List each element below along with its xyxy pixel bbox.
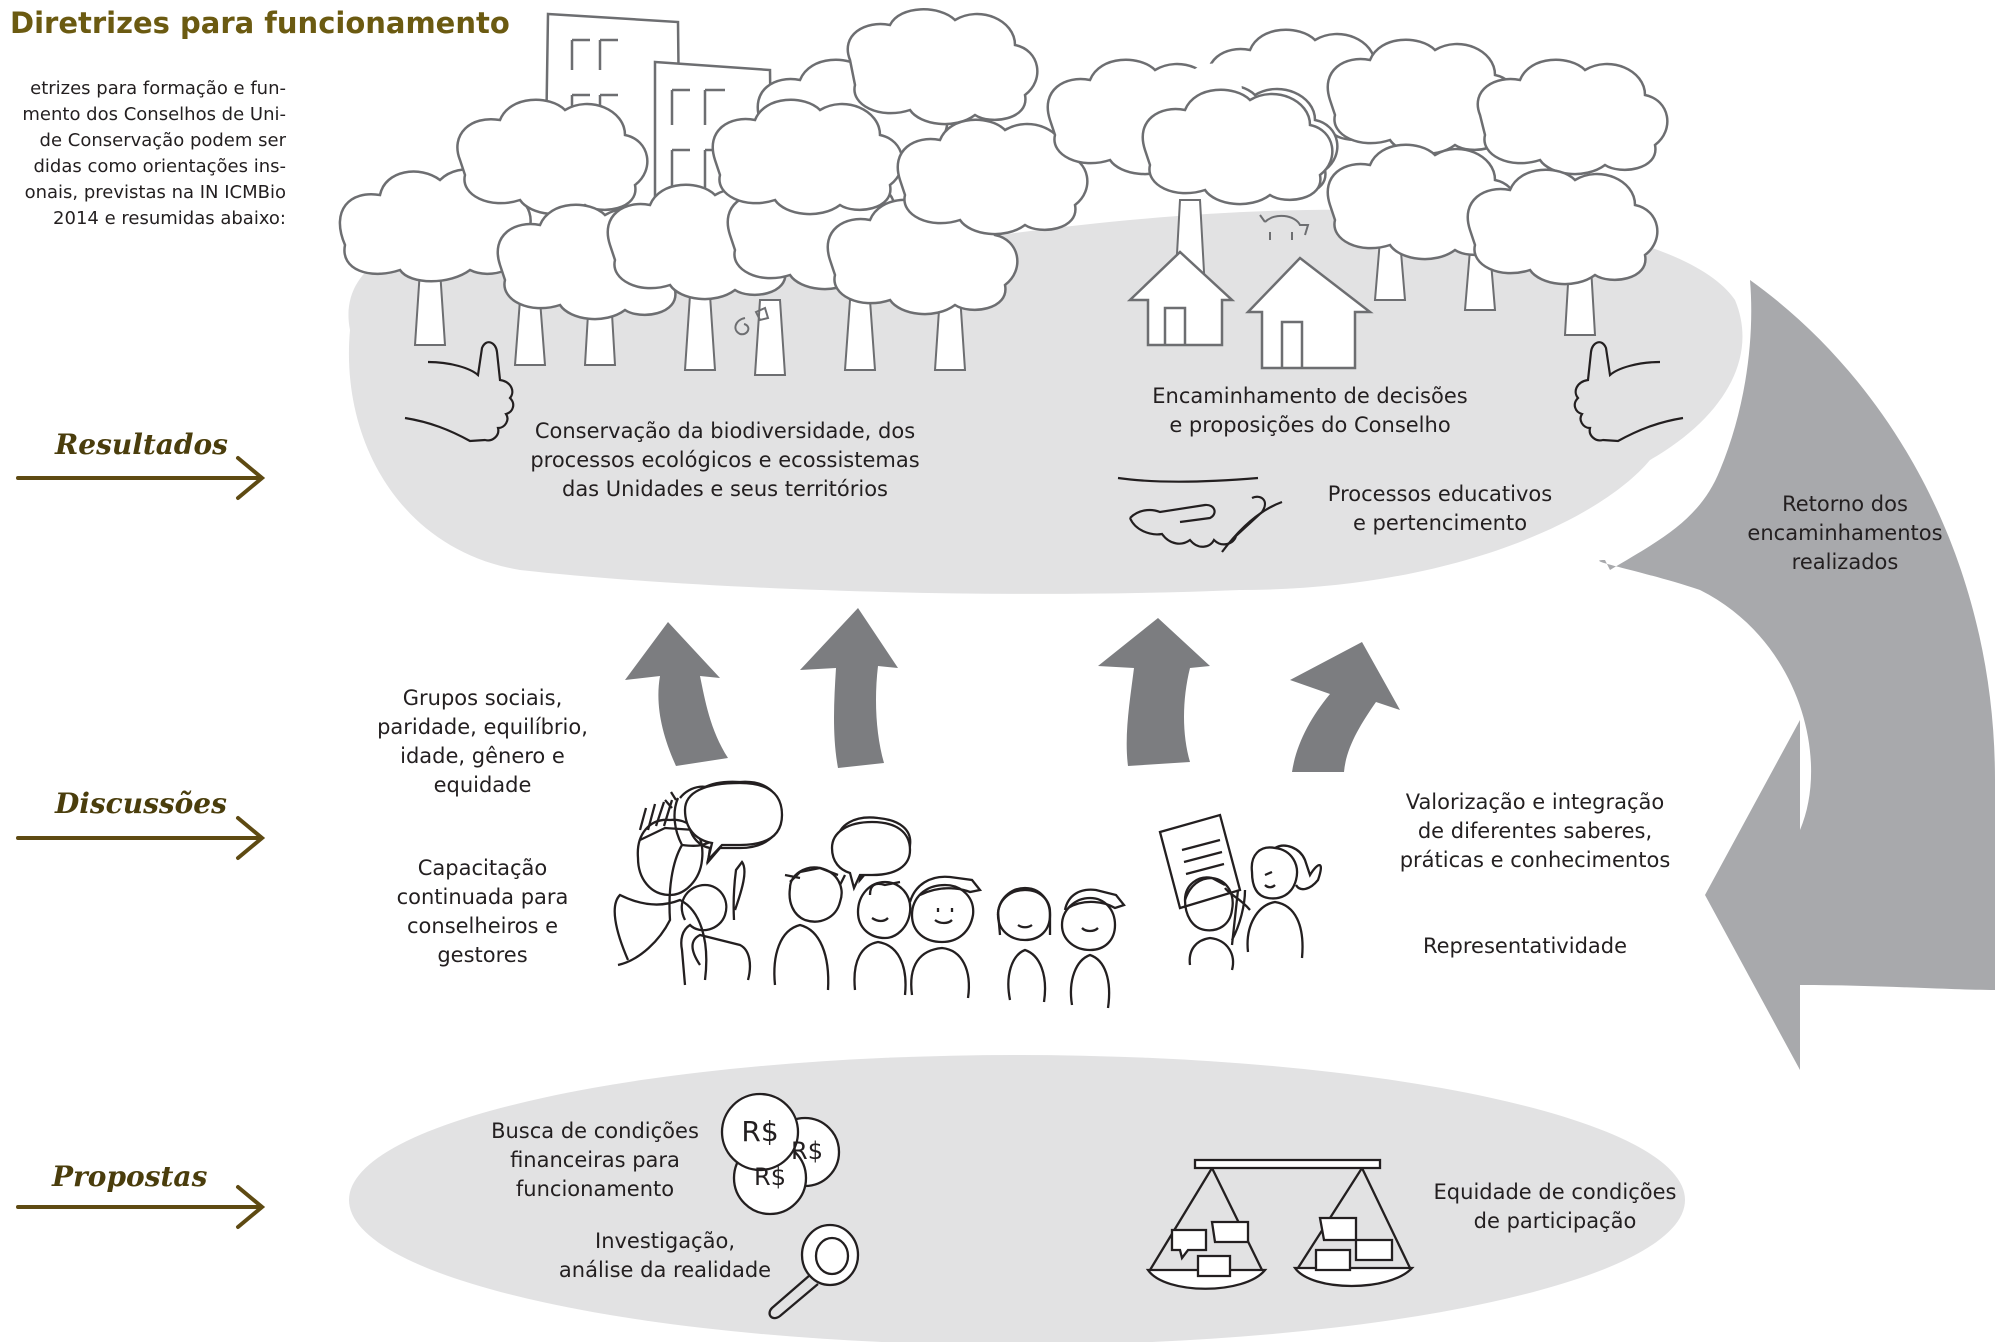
text-line: Grupos sociais, — [402, 686, 563, 710]
people-illustration — [613, 780, 1322, 1009]
animal-icons — [734, 214, 1310, 336]
grupos-text: Grupos sociais, paridade, equilíbrio, id… — [365, 684, 600, 800]
stage-label-discussoes: Discussões — [55, 787, 227, 820]
text-line: processos ecológicos e ecossistemas — [530, 448, 920, 472]
text-line: Equidade de condições — [1433, 1180, 1677, 1204]
intro-line: didas como orientações ins- — [33, 156, 286, 177]
text-line: encaminhamentos — [1747, 521, 1943, 545]
text-line: financeiras para — [510, 1148, 680, 1172]
up-arrow-icon — [800, 608, 898, 768]
coin-label: R$ — [791, 1137, 823, 1165]
intro-paragraph: etrizes para formação e fun- mento dos C… — [0, 76, 286, 232]
equidade-text: Equidade de condições de participação — [1420, 1178, 1690, 1236]
house-icon — [1245, 256, 1374, 370]
text-line: práticas e conhecimentos — [1399, 848, 1671, 872]
representatividade-text: Representatividade — [1422, 934, 1628, 958]
text-line: realizados — [1791, 550, 1899, 574]
text-line: gestores — [437, 943, 528, 967]
stage-label-resultados: Resultados — [55, 428, 228, 461]
page-title: Diretrizes para funcionamento — [10, 6, 510, 40]
stage-label-propostas: Propostas — [52, 1160, 208, 1193]
text-line: de diferentes saberes, — [1417, 819, 1653, 843]
retorno-arrow — [1599, 280, 1995, 1070]
intro-line: onais, previstas na IN ICMBio — [24, 182, 286, 203]
thumbs-up-icon — [404, 341, 515, 443]
up-arrow-icon — [1098, 618, 1210, 766]
text-line: Valorização e integração — [1405, 790, 1665, 814]
conservacao-text: Conservação da biodiversidade, dos proce… — [520, 417, 930, 504]
houses — [1126, 250, 1374, 370]
arrow-right-icon — [16, 456, 266, 500]
forest-canopy — [338, 8, 1669, 321]
text-line: paridade, equilíbrio, — [377, 715, 588, 739]
thumbs-up-icons — [404, 341, 1684, 443]
text-line: Investigação, — [595, 1229, 735, 1253]
text-line: Capacitação — [417, 856, 548, 880]
text-line: Retorno dos — [1782, 492, 1908, 516]
intro-line: de Conservação podem ser — [39, 130, 286, 151]
arrow-right-icon — [16, 816, 266, 860]
text-line: das Unidades e seus territórios — [561, 477, 888, 501]
balance-scale-icon — [1145, 1158, 1415, 1290]
text-line: idade, gênero e — [400, 744, 565, 768]
busca-text: Busca de condições financeiras para func… — [470, 1117, 720, 1204]
text-line: Conservação da biodiversidade, dos — [534, 419, 916, 443]
intro-line: etrizes para formação e fun- — [30, 78, 286, 99]
speech-bubble-icon — [683, 781, 784, 864]
coin-icon — [720, 1092, 800, 1172]
text-line: análise da realidade — [558, 1258, 772, 1282]
coins-icon — [720, 1092, 841, 1216]
handshake-icon — [1117, 476, 1283, 553]
speech-bubble-icon — [830, 820, 912, 892]
text-line: funcionamento — [515, 1177, 675, 1201]
valorizacao-text: Valorização e integração de diferentes s… — [1380, 788, 1690, 875]
text-line: e pertencimento — [1352, 511, 1528, 535]
text-line: Encaminhamento de decisões — [1152, 384, 1468, 408]
text-line: de participação — [1473, 1209, 1637, 1233]
capacitacao-text: Capacitação continuada para conselheiros… — [385, 854, 580, 970]
investigacao-text: Investigação, análise da realidade — [545, 1227, 785, 1285]
house-icon — [1126, 250, 1236, 347]
processos-text: Processos educativos e pertencimento — [1300, 480, 1580, 538]
up-arrow-icon — [625, 622, 728, 766]
text-line: e proposições do Conselho — [1169, 413, 1451, 437]
magnifier-icon — [768, 1223, 860, 1320]
intro-line: 2014 e resumidas abaixo: — [53, 208, 286, 229]
speech-bubbles — [683, 781, 912, 892]
retorno-text: Retorno dos encaminhamentos realizados — [1730, 490, 1960, 577]
text-line: Processos educativos — [1327, 482, 1553, 506]
coin-label: R$ — [754, 1163, 786, 1191]
text-line: continuada para — [396, 885, 569, 909]
encaminhamento-text: Encaminhamento de decisões e proposições… — [1140, 382, 1480, 440]
coin-label: R$ — [741, 1115, 779, 1148]
stage-arrows — [16, 456, 266, 1229]
text-line: conselheiros e — [406, 914, 559, 938]
arrow-right-icon — [16, 1185, 266, 1229]
intro-line: mento dos Conselhos de Uni- — [22, 104, 286, 125]
up-arrow-icon — [1290, 642, 1400, 772]
text-line: Busca de condições — [491, 1119, 699, 1143]
text-line: equidade — [433, 773, 532, 797]
up-arrows — [625, 608, 1400, 772]
thumbs-up-icon — [1573, 341, 1684, 443]
